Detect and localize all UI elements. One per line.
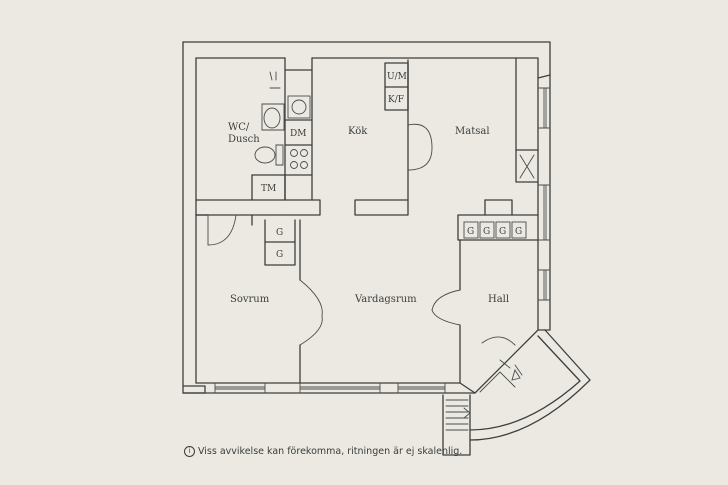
disclaimer-note: i Viss avvikelse kan förekomma, ritninge… [184, 446, 462, 457]
fixture-label-g: G [515, 227, 522, 237]
room-label-kok: Kök [348, 126, 368, 137]
entrance-stair [442, 329, 591, 456]
info-icon: i [184, 446, 195, 457]
fixture-label-g: G [276, 250, 283, 260]
room-label-vardagsrum: Vardagsrum [354, 294, 417, 305]
doors [207, 123, 523, 376]
outer-walls [182, 41, 551, 394]
interior-walls [195, 57, 539, 384]
room-label-wc-line2: Dusch [228, 134, 260, 145]
fixture-label-g: G [499, 227, 506, 237]
room-label-matsal: Matsal [455, 126, 490, 137]
service-core [195, 57, 321, 226]
fixture-label-dm: DM [290, 129, 306, 139]
fixture-label-g: G [276, 228, 283, 238]
fixture-label-g: G [483, 227, 490, 237]
fixture-label-kf: K/F [388, 95, 404, 105]
room-label-sovrum: Sovrum [230, 294, 270, 305]
room-label-hall: Hall [488, 294, 509, 305]
windows [214, 87, 551, 394]
room-label-wc-line1: WC/ [228, 122, 250, 133]
fixture-label-g: G [467, 227, 474, 237]
fixtures [254, 71, 535, 239]
fixture-label-um: U/M [387, 72, 407, 82]
fixture-label-tm: TM [261, 184, 276, 194]
disclaimer-text: Viss avvikelse kan förekomma, ritningen … [198, 446, 463, 457]
